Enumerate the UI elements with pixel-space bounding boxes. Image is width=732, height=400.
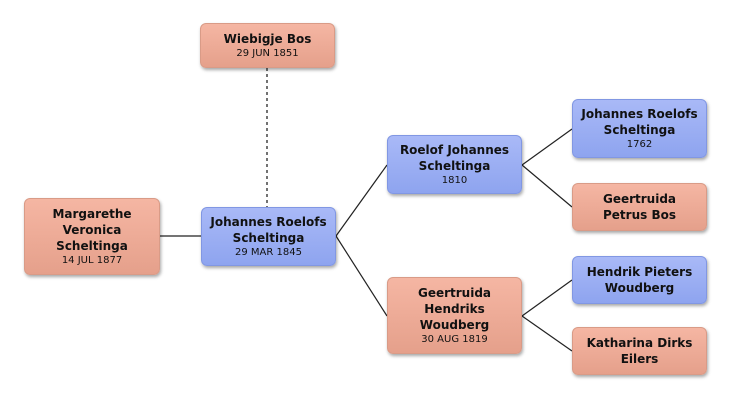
person-name: Johannes Roelofs Scheltinga xyxy=(210,215,327,245)
maternal-grandmother-connector xyxy=(521,315,573,352)
person-name: Geertruida Hendriks Woudberg xyxy=(417,286,492,332)
person-card-roelof-scheltinga[interactable]: Roelof Johannes Scheltinga 1810 xyxy=(387,135,522,194)
person-name: Wiebigje Bos xyxy=(223,32,312,46)
person-card-hendrik-woudberg[interactable]: Hendrik Pieters Woudberg xyxy=(572,256,707,304)
person-card-katharina-eilers[interactable]: Katharina Dirks Eilers xyxy=(572,327,707,375)
mother-connector xyxy=(335,235,388,317)
person-name: Geertruida Petrus Bos xyxy=(602,192,677,222)
person-card-geertruida-petrus-bos[interactable]: Geertruida Petrus Bos xyxy=(572,183,707,231)
maternal-grandfather-connector xyxy=(521,279,573,317)
person-card-johannes-scheltinga[interactable]: Johannes Roelofs Scheltinga 29 MAR 1845 xyxy=(201,207,336,266)
person-birth-date: 1762 xyxy=(626,139,653,150)
person-name: Hendrik Pieters Woudberg xyxy=(586,265,693,295)
father-connector xyxy=(335,164,388,237)
person-name: Roelof Johannes Scheltinga xyxy=(399,143,510,173)
person-name: Margarethe Veronica Scheltinga xyxy=(52,207,132,253)
person-card-margarethe-scheltinga[interactable]: Margarethe Veronica Scheltinga 14 JUL 18… xyxy=(24,198,160,275)
person-birth-date: 29 MAR 1845 xyxy=(235,247,302,258)
person-name: Katharina Dirks Eilers xyxy=(586,336,693,366)
person-card-johannes-scheltinga-sr[interactable]: Johannes Roelofs Scheltinga 1762 xyxy=(572,99,707,158)
paternal-grandfather-connector xyxy=(521,128,573,166)
paternal-grandmother-connector xyxy=(521,164,573,208)
person-name: Johannes Roelofs Scheltinga xyxy=(581,107,698,137)
person-birth-date: 29 JUN 1851 xyxy=(236,48,299,59)
person-birth-date: 14 JUL 1877 xyxy=(61,255,123,266)
person-card-wiebigje-bos[interactable]: Wiebigje Bos 29 JUN 1851 xyxy=(200,23,335,68)
person-card-geertruida-hendriks-woudberg[interactable]: Geertruida Hendriks Woudberg 30 AUG 1819 xyxy=(387,277,522,354)
person-birth-date: 1810 xyxy=(441,175,468,186)
person-birth-date: 30 AUG 1819 xyxy=(421,334,488,345)
